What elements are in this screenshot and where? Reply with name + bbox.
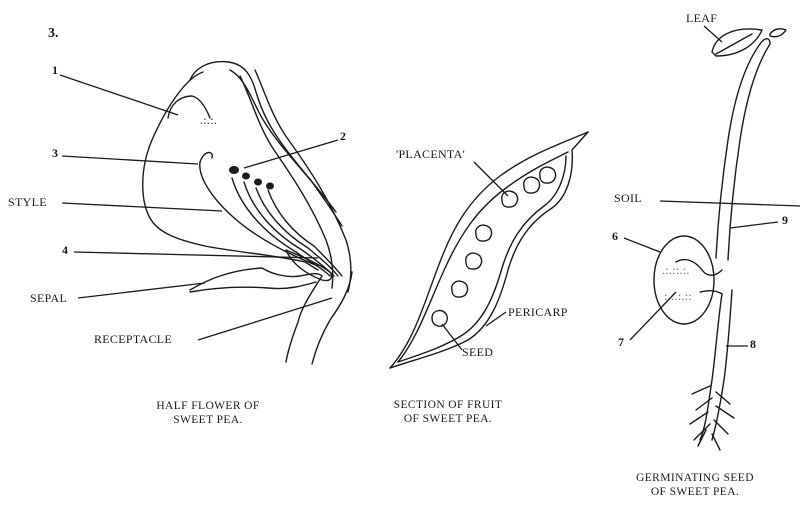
- keel-outer: [255, 70, 351, 292]
- soil-label: SOIL: [614, 191, 642, 205]
- leader-9: [730, 222, 778, 228]
- seed: [502, 191, 518, 207]
- anther: [266, 183, 274, 190]
- pod-outer-lower: [390, 132, 588, 368]
- fruit-section: [390, 132, 588, 368]
- fruit-caption-line-1: SECTION OF FRUIT: [394, 399, 503, 411]
- leaf-small: [770, 29, 786, 37]
- label-9: 9: [782, 213, 788, 227]
- anther: [254, 179, 262, 186]
- root-right: [712, 290, 732, 440]
- leader-6: [624, 238, 660, 252]
- leader-3: [62, 156, 198, 164]
- fruit-caption-line-2: OF SWEET PEA.: [404, 413, 492, 425]
- germinating-seed: .:.::.:. :.:.:.::: [654, 29, 800, 450]
- pericarp-inner: [398, 152, 568, 362]
- leader-7: [630, 292, 676, 340]
- leader-leaf: [704, 26, 722, 42]
- soil-line: [660, 201, 800, 206]
- leaf-label: LEAF: [686, 11, 717, 25]
- receptacle-label: RECEPTACLE: [94, 332, 172, 346]
- seed: [476, 225, 492, 241]
- seedling-caption-line-2: OF SWEET PEA.: [651, 486, 739, 498]
- half-flower: .:.:.: [143, 62, 352, 364]
- flower-caption-line-1: HALF FLOWER OF: [156, 400, 259, 412]
- label-8: 8: [750, 337, 756, 351]
- placenta-label: 'PLACENTA': [396, 147, 465, 161]
- seed: [524, 177, 540, 193]
- flower-caption-line-2: SWEET PEA.: [173, 414, 243, 426]
- leader-4: [74, 252, 318, 258]
- anther: [242, 173, 250, 180]
- seed-label: SEED: [462, 345, 493, 359]
- style-label: STYLE: [8, 195, 47, 209]
- seed: [452, 281, 468, 297]
- sepal-lower: [190, 282, 316, 292]
- seed: [540, 167, 556, 183]
- seed: [432, 311, 447, 327]
- anther: [229, 166, 239, 174]
- label-2: 2: [340, 129, 346, 143]
- petal-hood: [190, 62, 336, 212]
- stipple-dots: .:.:.: [200, 113, 217, 127]
- label-6: 6: [612, 229, 618, 243]
- seedling-caption-line-1: GERMINATING SEED: [636, 472, 754, 484]
- question-number: 3.: [48, 26, 59, 41]
- label-7: 7: [618, 335, 624, 349]
- sepal-label: SEPAL: [30, 291, 67, 305]
- leader-sepal: [78, 283, 205, 298]
- cotyledon-join: [700, 291, 722, 294]
- petal-hood-inner: [230, 70, 342, 226]
- leader-placenta: [474, 162, 508, 196]
- label-1: 1: [52, 63, 58, 77]
- pericarp-label: PERICARP: [508, 305, 568, 319]
- root-left: [700, 294, 722, 440]
- seed-stipple: .:.::.:.: [662, 263, 690, 277]
- pod-outer: [390, 132, 588, 368]
- shoot-tip: [760, 39, 770, 44]
- seed-cotyledon: [654, 236, 714, 324]
- seed: [466, 253, 482, 269]
- leader-receptacle: [198, 298, 332, 340]
- leader-style: [62, 203, 222, 211]
- style: [200, 162, 318, 266]
- stigma: [200, 152, 212, 162]
- label-4: 4: [62, 243, 68, 257]
- leader-1: [60, 75, 178, 115]
- label-3: 3: [52, 146, 58, 160]
